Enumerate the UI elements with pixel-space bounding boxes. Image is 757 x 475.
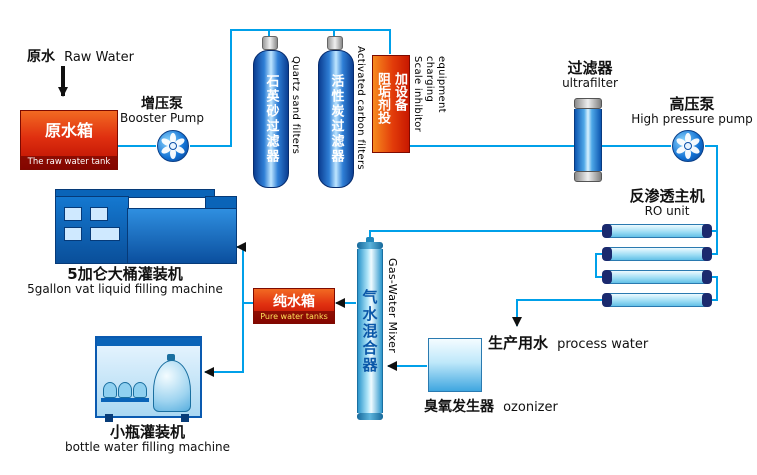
pure-water-tank: 纯水箱 Pure water tanks [253, 288, 335, 324]
bottle-machine-tank-dome [153, 360, 191, 412]
vat-filling-machine-label: 5加仑大桶灌装机 5gallon vat liquid filling mach… [10, 265, 240, 297]
vat-machine-zh: 5加仑大桶灌装机 [67, 265, 183, 283]
ro-unit-zh: 反渗透主机 [629, 187, 705, 205]
raw-water-tank: 原水箱 The raw water tank [20, 110, 118, 170]
pipe-to-bottle-machine [204, 303, 244, 377]
vat-machine-body [127, 208, 237, 264]
bottle-icon [133, 382, 147, 398]
ozonizer-box [428, 338, 482, 392]
mixer-body: 气水混合器 [357, 249, 383, 413]
booster-pump-icon [157, 130, 189, 162]
quartz-filter-cap [262, 36, 278, 50]
scale-inhibitor-box: 阻垢剂投加设备 [372, 55, 410, 153]
vat-machine-window [90, 207, 108, 221]
quartz-filter-body: 石英砂过滤器 [253, 50, 289, 188]
pipe-ro-to-mixer [369, 230, 602, 240]
vat-machine-top-bar [55, 189, 215, 198]
ultrafilter-en: ultrafilter [562, 76, 618, 91]
ro-membrane-tube [602, 270, 712, 284]
ultrafilter-top-cap [574, 98, 602, 109]
bottle-filling-machine-label: 小瓶灌装机 bottle water filling machine [55, 423, 240, 455]
booster-pump-en: Booster Pump [120, 111, 204, 126]
ro-unit-en: RO unit [644, 204, 690, 219]
bottle-machine-frame [95, 336, 202, 418]
pipe-pump-to-filters [190, 29, 391, 147]
ozonizer-zh: 臭氧发生器 [424, 399, 494, 415]
bottle-icon [103, 382, 117, 398]
carbon-filter-body: 活性炭过滤器 [318, 50, 354, 188]
vat-machine-window [64, 227, 82, 241]
bottle-filling-machine-graphic [95, 330, 202, 422]
pipe-process-water [512, 299, 602, 327]
pipe-ro-conn-l [595, 253, 602, 278]
scale-inhibitor-zh: 阻垢剂投加设备 [375, 72, 407, 124]
booster-pump-zh: 增压泵 [141, 96, 183, 112]
bottle-machine-zh: 小瓶灌装机 [109, 423, 185, 441]
high-pressure-pump-icon [672, 130, 704, 162]
hp-pump-zh: 高压泵 [669, 95, 715, 113]
vat-machine-left-unit [55, 196, 129, 264]
quartz-filter-en: Quartz sand filters [290, 56, 301, 155]
carbon-filter-zh: 活性炭过滤器 [328, 74, 344, 164]
ultrafilter-label: 过滤器 ultrafilter [548, 59, 632, 91]
ultrafilter-cylinder [574, 98, 602, 182]
pipe-hp-to-ro [705, 145, 718, 232]
raw-water-zh: 原水 [27, 49, 55, 65]
process-water-zh: 生产用水 [488, 334, 549, 352]
ozonizer-label: 臭氧发生器 ozonizer [424, 396, 558, 416]
ultrafilter-body [574, 109, 602, 171]
vat-machine-en: 5gallon vat liquid filling machine [27, 282, 223, 297]
bottle-machine-en: bottle water filling machine [64, 440, 231, 455]
carbon-filter-en: Activated carbon filters [355, 46, 366, 170]
raw-water-tank-en: The raw water tank [21, 156, 117, 169]
mixer-bottom-cap [357, 413, 383, 420]
process-water-en: process water [557, 337, 649, 352]
pure-water-tank-zh: 纯水箱 [273, 294, 315, 310]
ro-membrane-tube [602, 224, 712, 238]
machine-leg [181, 414, 189, 422]
bottle-icon [118, 382, 132, 398]
pure-water-tank-en: Pure water tanks [254, 311, 334, 323]
mixer-en: Gas-Water Mixer [386, 258, 399, 354]
quartz-filter-zh: 石英砂过滤器 [263, 74, 279, 164]
ozonizer-en: ozonizer [503, 400, 558, 415]
scale-inhibitor-en: Scale inhibitor charging equipment [412, 56, 447, 133]
mixer-nub [366, 237, 374, 242]
raw-water-tank-zh: 原水箱 [44, 121, 93, 140]
hp-pump-en: High pressure pump [631, 112, 753, 127]
pipe-ro-conn-r1 [712, 231, 718, 255]
activated-carbon-filter: 活性炭过滤器 [318, 36, 354, 188]
bottle-machine-nub [167, 354, 175, 361]
bottle-machine-top-bar [97, 338, 200, 346]
booster-pump-label: 增压泵 Booster Pump [116, 96, 208, 126]
machine-leg [105, 414, 113, 422]
raw-water-label: 原水 Raw Water [27, 46, 134, 66]
quartz-sand-filter: 石英砂过滤器 [253, 36, 289, 188]
ro-membrane-tube [602, 247, 712, 261]
process-water-label: 生产用水 process water [488, 332, 648, 353]
pipe-to-vat-machine [236, 242, 253, 304]
ultrafilter-zh: 过滤器 [567, 59, 613, 77]
ro-unit-label: 反渗透主机 RO unit [612, 187, 722, 219]
gas-water-mixer: 气水混合器 [357, 237, 383, 420]
high-pressure-pump-label: 高压泵 High pressure pump [628, 95, 756, 127]
bottle-machine-shelf [101, 398, 149, 402]
mixer-top-cap [357, 242, 383, 249]
vat-machine-window [64, 207, 82, 221]
mixer-zh: 气水混合器 [360, 288, 379, 374]
vat-filling-machine-graphic [55, 186, 237, 266]
ro-membrane-tube [602, 293, 712, 307]
ultrafilter-bottom-cap [574, 171, 602, 182]
carbon-filter-cap [327, 36, 343, 50]
raw-water-en: Raw Water [64, 50, 135, 65]
vat-machine-window [90, 227, 120, 241]
pipe-ro-conn-r2 [712, 276, 718, 301]
